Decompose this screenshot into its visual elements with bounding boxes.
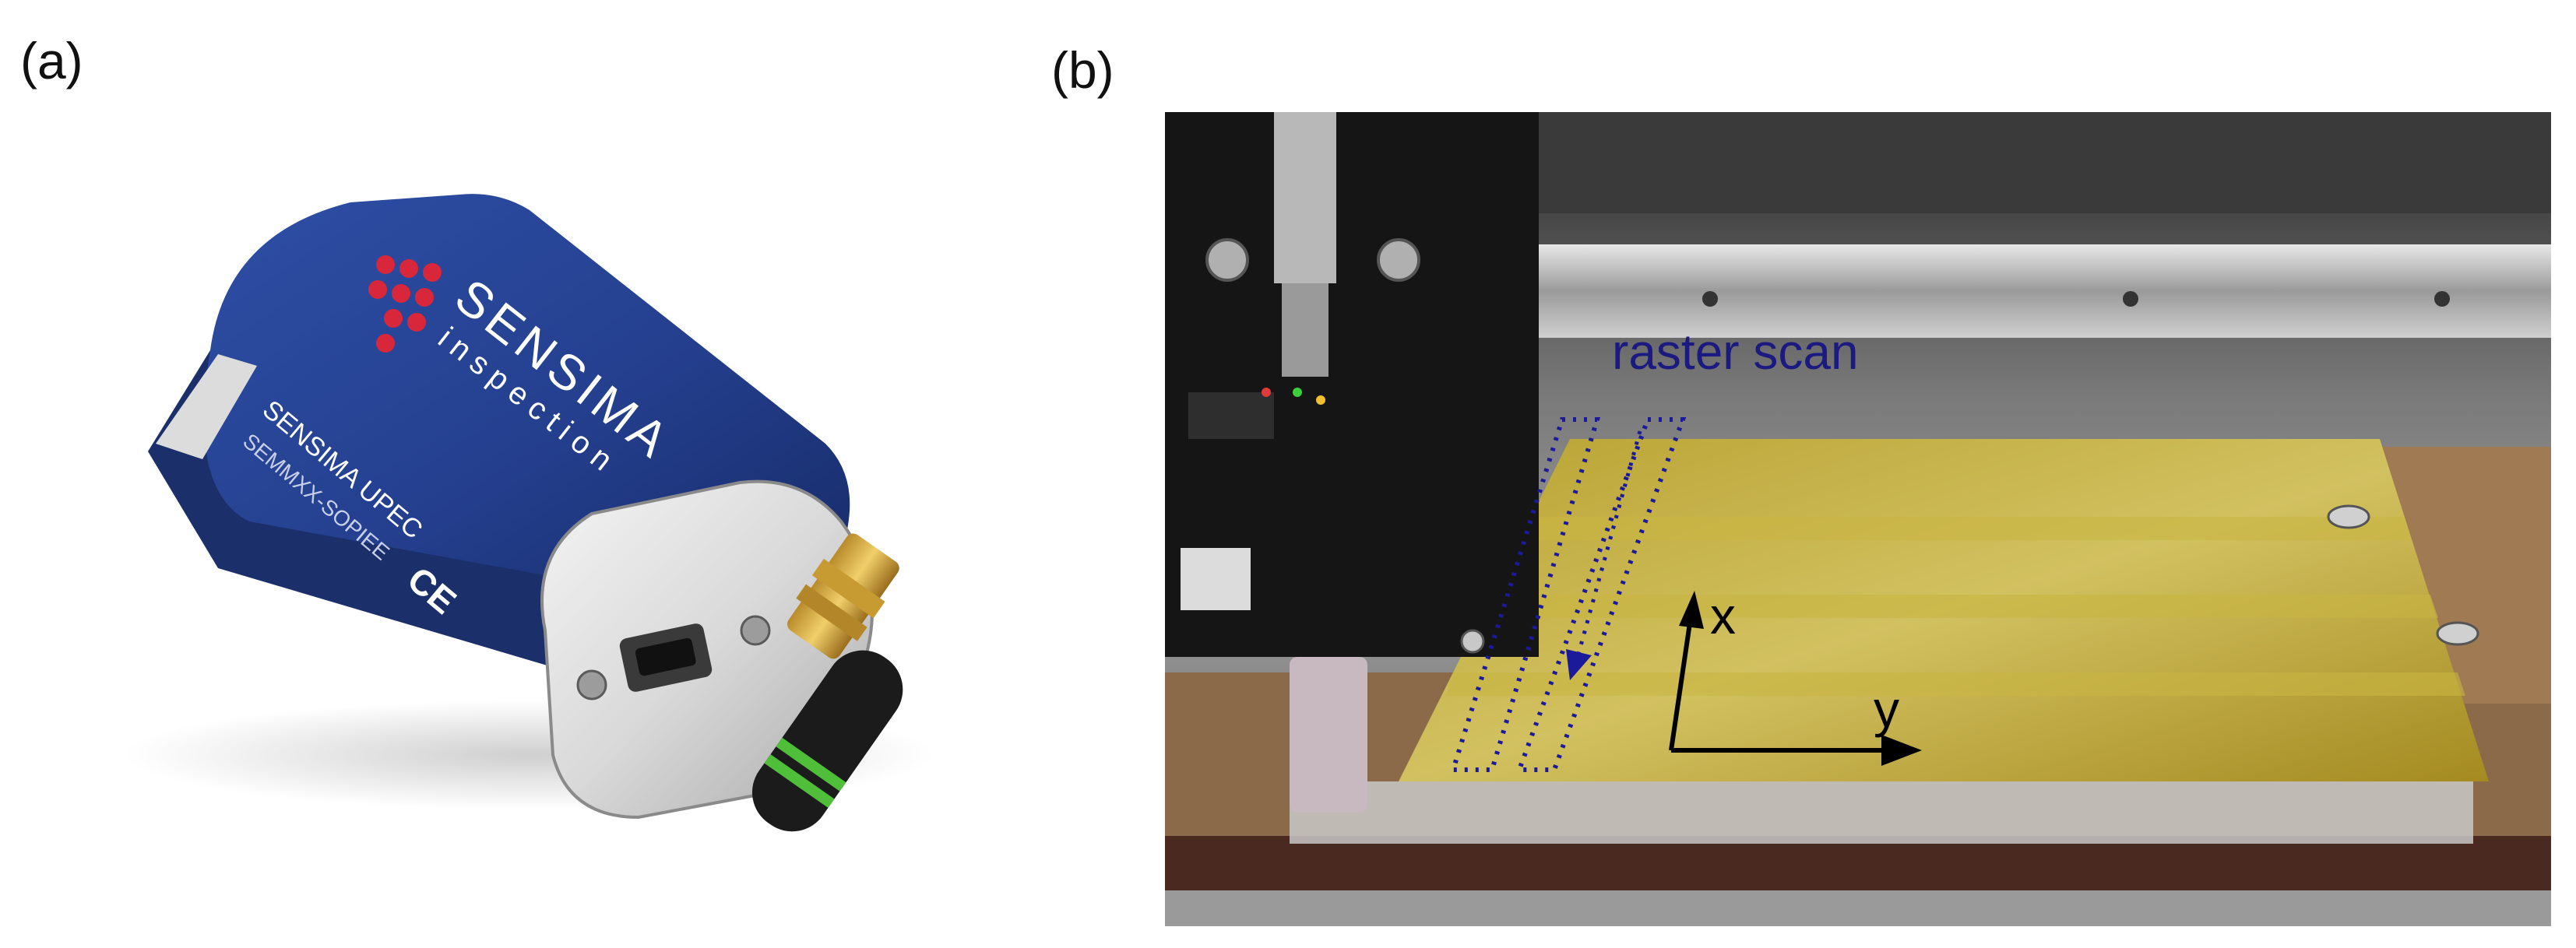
rail-hole (2123, 291, 2138, 307)
standoff-icon (2436, 621, 2479, 646)
probe-connector (1282, 283, 1328, 377)
top-frame (1539, 112, 2551, 213)
device-photo: SENSIMA inspection SENSIMA UPEC SEMMXX-S… (93, 117, 1043, 864)
scanner-photo: raster scan x y (1165, 112, 2551, 926)
raster-scan-path (1449, 417, 1687, 772)
probe (1290, 657, 1367, 813)
standoff-icon (2327, 504, 2370, 529)
brand-dots-icon (368, 255, 442, 353)
status-led-icon (1293, 388, 1302, 397)
screw-icon (1205, 238, 1249, 282)
panel-a-label: (a) (20, 32, 83, 90)
scanner-illustration: raster scan x y (1165, 112, 2551, 926)
scan-lane-1 (1449, 417, 1601, 772)
screw-icon (1377, 238, 1420, 282)
screw-icon (740, 615, 771, 646)
y-axis-label: y (1874, 680, 1899, 738)
antenna-connector (787, 533, 899, 659)
floor-strip (1165, 890, 2551, 926)
antenna-stripe (764, 754, 835, 808)
scan-direction-arrow (1566, 430, 1642, 680)
scan-lane-2 (1515, 417, 1687, 772)
screw-icon (1460, 629, 1485, 654)
side-label-plate (156, 354, 257, 459)
y-axis-arrowhead (1881, 735, 1922, 766)
linear-rail (1539, 244, 2551, 338)
x-axis-arrowhead (1679, 591, 1704, 629)
antenna (751, 650, 903, 832)
qr-label (1181, 548, 1251, 610)
antenna-stripe (776, 737, 846, 792)
axis-indicator (1669, 591, 1922, 766)
cable-connector (1274, 112, 1336, 283)
rail-hole (2434, 291, 2450, 307)
status-led-icon (1316, 395, 1325, 405)
panel-b-label: (b) (1051, 41, 1114, 99)
rail-hole (1702, 291, 1718, 307)
usb-port-icon (619, 623, 713, 692)
tape-stripes (1445, 517, 2465, 696)
device-illustration: SENSIMA inspection SENSIMA UPEC SEMMXX-S… (125, 194, 934, 832)
base-edge (1165, 836, 2551, 890)
sensor-board (1188, 392, 1274, 439)
x-axis-label: x (1710, 587, 1736, 644)
acrylic-stack (1290, 781, 2473, 844)
raster-scan-label: raster scan (1612, 324, 1859, 380)
screw-icon (576, 669, 607, 700)
status-led-icon (1262, 388, 1271, 397)
